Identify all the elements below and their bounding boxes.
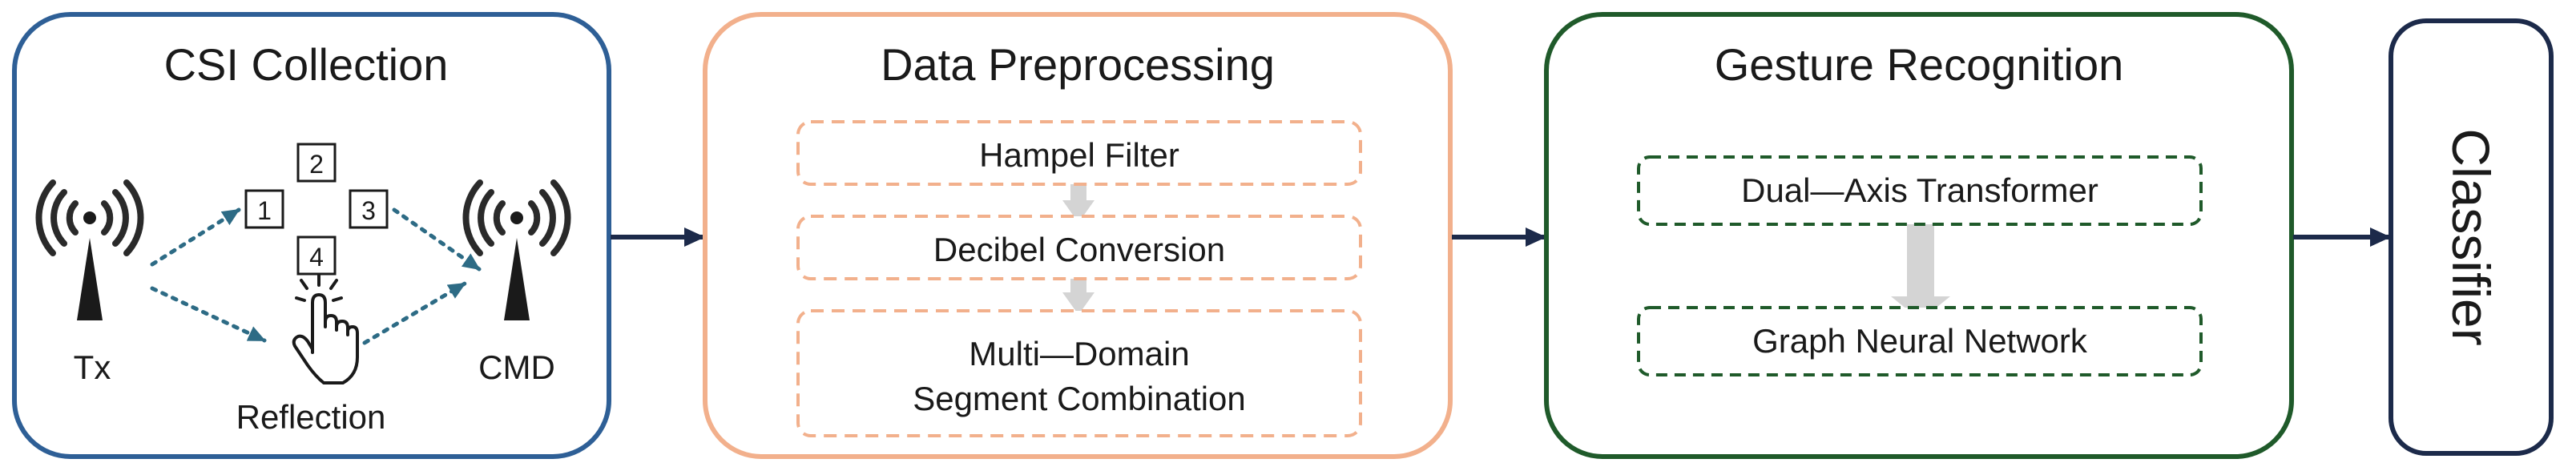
step-decibel-conversion: Decibel Conversion xyxy=(796,215,1362,280)
csi-panel-border xyxy=(12,12,611,459)
step-graph-neural-network-label: Graph Neural Network xyxy=(1752,322,2088,360)
data-preprocessing-panel: Data Preprocessing Hampel Filter Decibel… xyxy=(703,12,1453,459)
svg-text:4: 4 xyxy=(309,243,324,272)
step-arrow-decibel-to-multidomain xyxy=(1062,276,1094,315)
csi-title: CSI Collection xyxy=(164,39,449,90)
recognition-title: Gesture Recognition xyxy=(1715,39,2124,90)
reflection-label: Reflection xyxy=(236,398,386,436)
step-multi-domain-label-line1: Multi—Domain xyxy=(969,335,1189,372)
step-dual-axis-transformer: Dual—Axis Transformer xyxy=(1637,155,2203,226)
step-dual-axis-transformer-label: Dual—Axis Transformer xyxy=(1741,171,2098,209)
step-decibel-conversion-label: Decibel Conversion xyxy=(933,231,1225,268)
step-arrow-hampel-to-decibel xyxy=(1062,183,1094,223)
svg-text:3: 3 xyxy=(361,196,376,225)
classifier-panel: Classifier xyxy=(2389,18,2554,456)
preprocessing-title: Data Preprocessing xyxy=(881,39,1275,90)
signal-arrow-tx-to-grid xyxy=(150,207,241,267)
tx-antenna-icon xyxy=(35,179,144,320)
step-multi-domain-segment: Multi—Domain Segment Combination xyxy=(796,309,1362,437)
classifier-title: Classifier xyxy=(2441,128,2501,345)
svg-text:1: 1 xyxy=(257,196,272,225)
step-graph-neural-network: Graph Neural Network xyxy=(1637,306,2203,376)
signal-arrow-tx-to-reflection xyxy=(150,286,267,343)
gesture-recognition-panel: Gesture Recognition Dual—Axis Transforme… xyxy=(1544,12,2294,459)
gesture-cell-3: 3 xyxy=(349,189,389,229)
cmd-antenna-icon xyxy=(462,179,571,320)
gesture-cell-2: 2 xyxy=(296,143,337,183)
hand-pointer-icon xyxy=(292,274,359,384)
signal-arrow-reflection-to-cmd xyxy=(362,281,467,345)
gesture-cell-4: 4 xyxy=(296,235,337,276)
tx-label: Tx xyxy=(74,348,111,386)
step-multi-domain-label-line2: Segment Combination xyxy=(913,380,1246,417)
csi-collection-panel: CSI Collection Tx CMD 2 xyxy=(12,12,611,459)
svg-text:2: 2 xyxy=(309,150,324,179)
gesture-cell-1: 1 xyxy=(244,189,284,229)
step-hampel-filter-label: Hampel Filter xyxy=(979,136,1179,174)
cmd-label: CMD xyxy=(478,348,555,386)
step-hampel-filter: Hampel Filter xyxy=(796,120,1362,186)
classifier-panel-border xyxy=(2389,18,2554,456)
